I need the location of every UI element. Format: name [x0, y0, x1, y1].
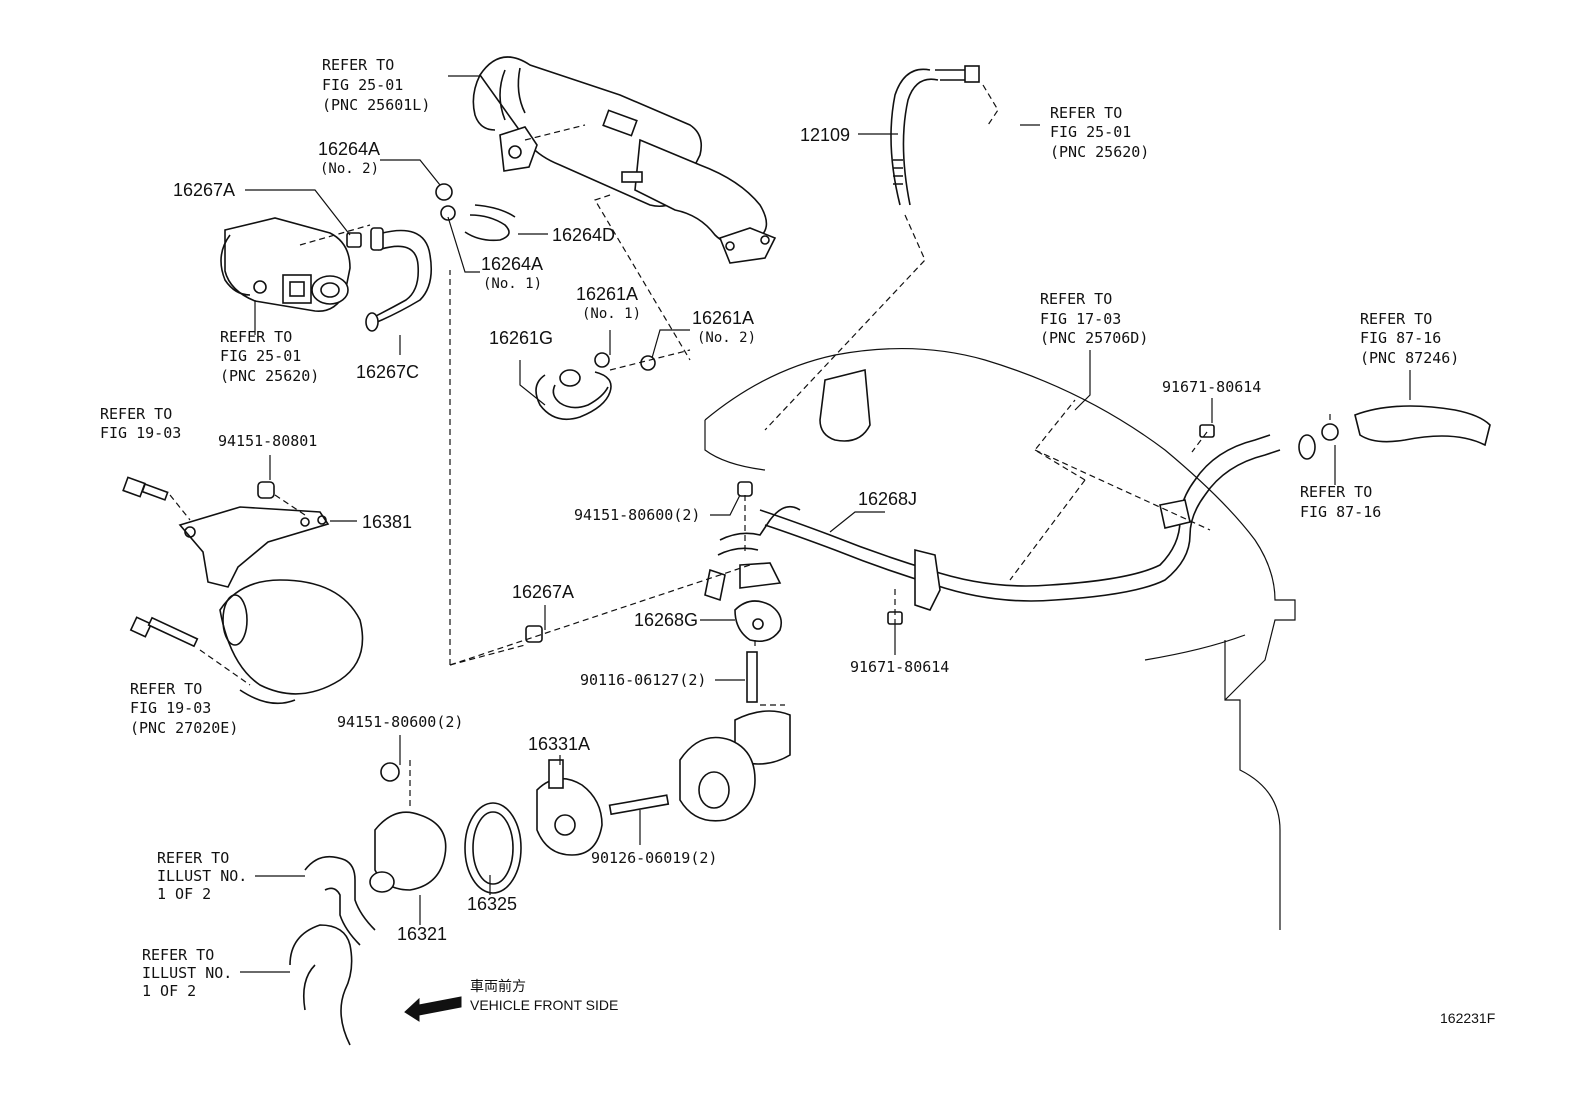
part-16331a-label[interactable]: 16331A: [528, 734, 590, 754]
part-94151-80600-upper-label[interactable]: 94151-80600(2): [574, 506, 700, 524]
water-inlet-drawing: [608, 600, 791, 822]
thermostat-group-drawing: [369, 759, 603, 894]
part-91671-80614-upper-label[interactable]: 91671-80614: [1162, 378, 1261, 396]
leader-lines: [240, 75, 1411, 973]
refer-25601l-callout: REFER TO FIG 25-01 (PNC 25601L): [322, 56, 430, 114]
part-16381-label[interactable]: 16381: [362, 512, 412, 532]
front-direction-arrow: [404, 996, 462, 1022]
part-90116-06127-label[interactable]: 90116-06127(2): [580, 671, 706, 689]
refer-19-03-callout: REFER TO FIG 19-03: [100, 405, 181, 442]
vehicle-front-side-label: VEHICLE FRONT SIDE: [470, 997, 618, 1013]
refer-87-16-callout: REFER TO FIG 87-16: [1300, 483, 1381, 521]
part-94151-80801-label[interactable]: 94151-80801: [218, 432, 317, 450]
reference-dashed-lines: [169, 84, 1331, 810]
part-16264a-no1-note: (No. 1): [483, 276, 542, 292]
water-pipe-drawing: [704, 405, 1491, 611]
egr-valve-drawing: [220, 217, 351, 312]
part-91671-80614-lower-label[interactable]: 91671-80614: [850, 658, 949, 676]
part-16264d-label[interactable]: 16264D: [552, 225, 615, 245]
part-16268j-label[interactable]: 16268J: [858, 489, 917, 509]
fasteners-drawing: [525, 424, 1215, 643]
part-16267c-label[interactable]: 16267C: [356, 362, 419, 382]
engine-outline-drawing: [704, 348, 1296, 930]
hoses-drawing: [346, 183, 656, 421]
part-16264a-no1-label[interactable]: 16264A: [481, 254, 543, 274]
part-16261a-no2-note: (No. 2): [697, 330, 756, 346]
dipstick-tube-drawing: [890, 65, 980, 206]
refer-27020e-callout: REFER TO FIG 19-03 (PNC 27020E): [130, 680, 238, 737]
part-16261a-no1-label[interactable]: 16261A: [576, 284, 638, 304]
part-16261a-no1-note: (No. 1): [582, 306, 641, 322]
part-12109-label[interactable]: 12109: [800, 125, 850, 145]
part-16325-label[interactable]: 16325: [467, 894, 517, 914]
part-16264a-no2-note: (No. 2): [320, 161, 379, 177]
refer-25706d-callout: REFER TO FIG 17-03 (PNC 25706D): [1040, 290, 1148, 347]
part-16261g-label[interactable]: 16261G: [489, 328, 553, 348]
part-16267a-mid-label[interactable]: 16267A: [512, 582, 574, 602]
refer-25620-left-callout: REFER TO FIG 25-01 (PNC 25620): [220, 328, 319, 385]
vehicle-front-side-japanese: 車両前方: [470, 978, 526, 994]
part-16264a-no2-label[interactable]: 16264A: [318, 139, 380, 159]
part-16268g-label[interactable]: 16268G: [634, 610, 698, 630]
refer-illust-upper-callout: REFER TO ILLUST NO. 1 OF 2: [157, 849, 256, 903]
part-16321-label[interactable]: 16321: [397, 924, 447, 944]
bracket-drawing: [122, 476, 364, 705]
part-16267a-top-label[interactable]: 16267A: [173, 180, 235, 200]
part-90126-06019-label[interactable]: 90126-06019(2): [591, 849, 717, 867]
figure-code: 162231F: [1440, 1010, 1495, 1026]
refer-illust-lower-callout: REFER TO ILLUST NO. 1 OF 2: [142, 946, 241, 1000]
egr-cooler-drawing: [472, 56, 777, 264]
refer-87246-callout: REFER TO FIG 87-16 (PNC 87246): [1360, 310, 1459, 367]
lower-hoses-drawing: [289, 855, 376, 1046]
part-16261a-no2-label[interactable]: 16261A: [692, 308, 754, 328]
refer-25620-top-callout: REFER TO FIG 25-01 (PNC 25620): [1050, 104, 1149, 161]
part-94151-80600-lower-label[interactable]: 94151-80600(2): [337, 713, 463, 731]
